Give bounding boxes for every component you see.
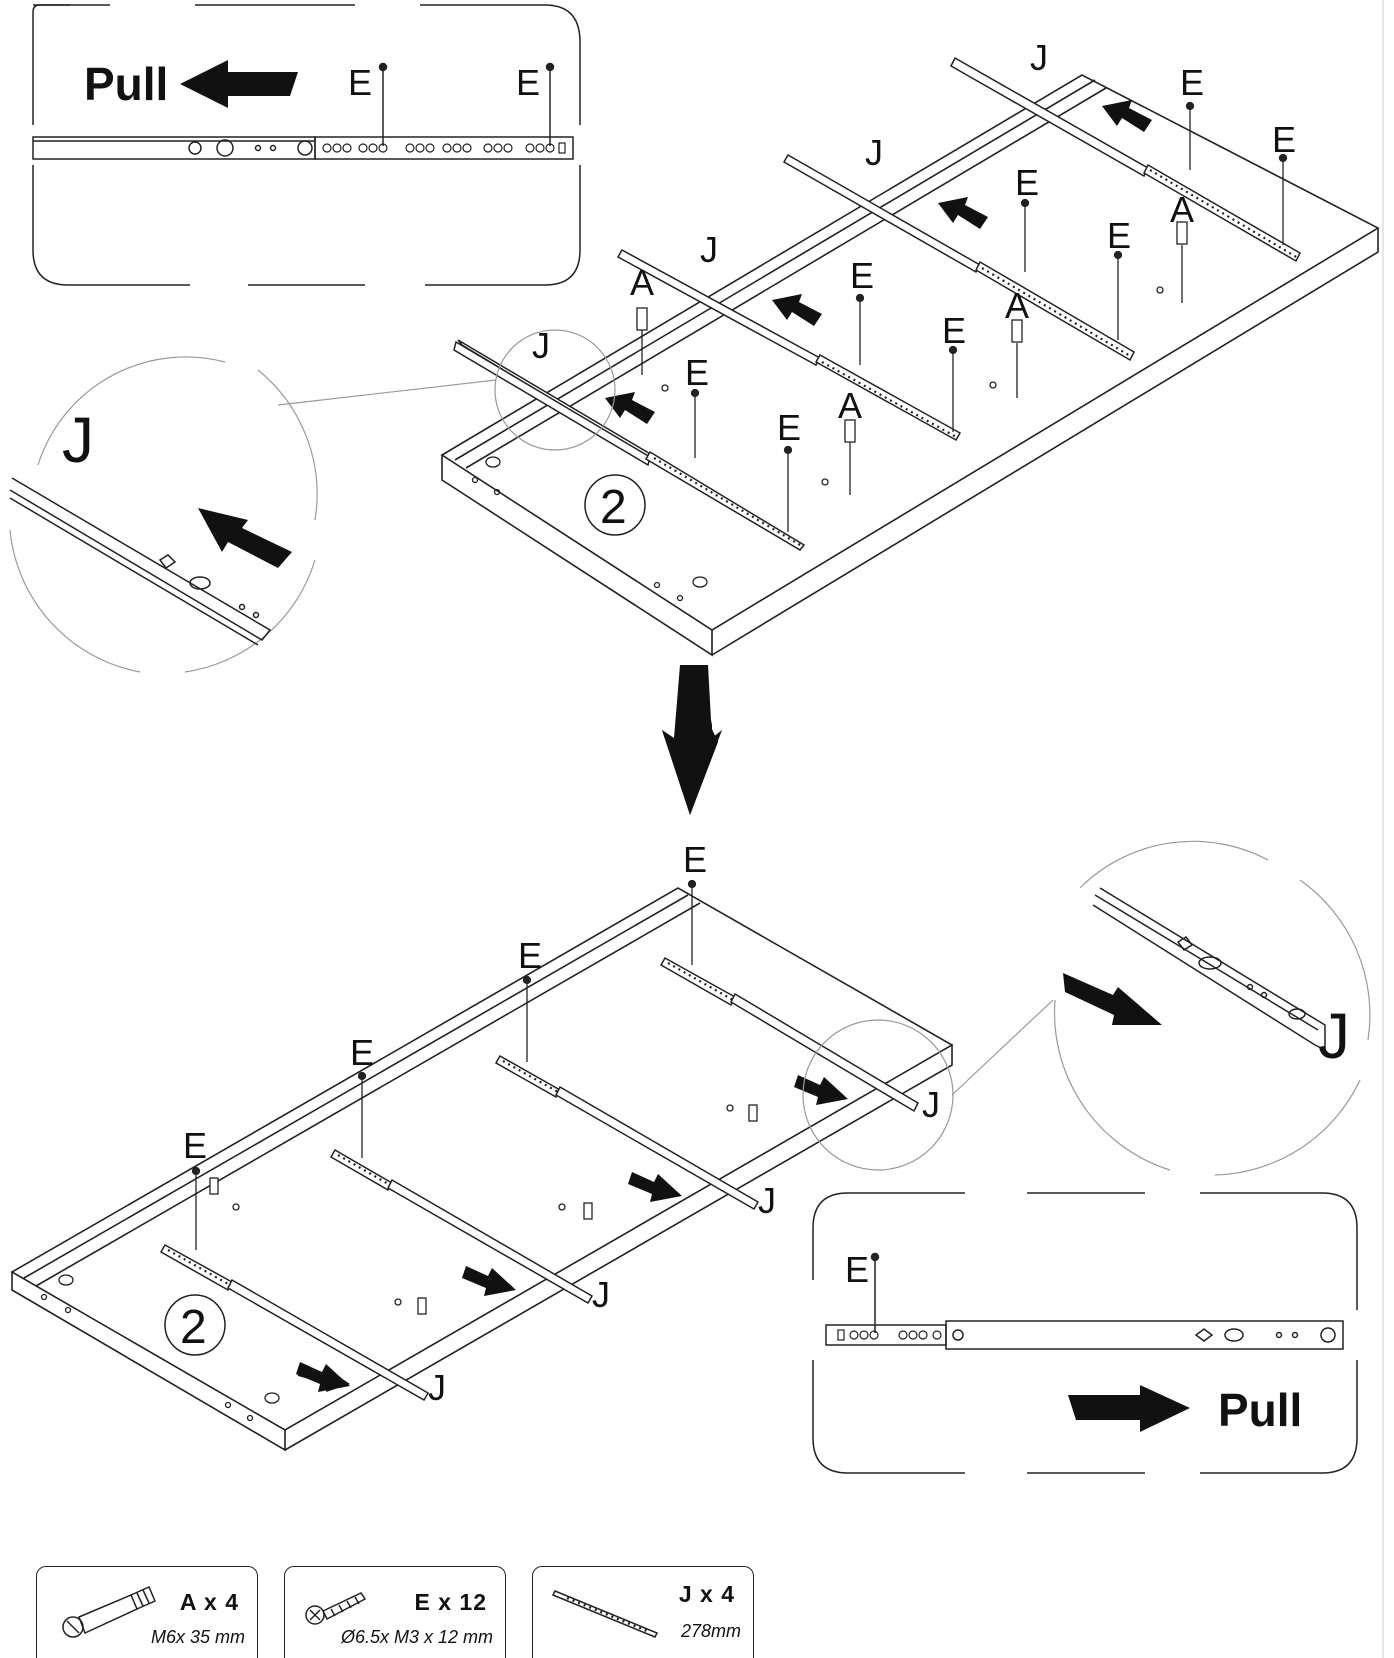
screw-label: E [348, 62, 372, 103]
dowel-label: A [838, 385, 862, 426]
rails-top [453, 56, 1301, 551]
panel-bottom-holes [40, 1104, 734, 1422]
rail-label: J [1030, 37, 1048, 78]
dowel-label: A [1170, 189, 1194, 230]
screw-label: E [845, 1249, 869, 1290]
panel-bottom [10, 887, 954, 1452]
rail-label: J [532, 325, 550, 366]
pull-label-bottom: Pull [1218, 1384, 1302, 1436]
screw-label: E [1272, 119, 1296, 160]
screw-label: E [516, 62, 540, 103]
screw-label: E [183, 1125, 207, 1166]
screw-label: E [850, 255, 874, 296]
rail-teeth-top [653, 169, 1299, 546]
hardware-item-screw: E x 12 Ø6.5x M3 x 12 mm [284, 1566, 506, 1658]
dowel-label: A [630, 262, 654, 303]
step-marker-top [584, 474, 646, 536]
drawer-rail-icon [551, 1590, 659, 1638]
rail-label: J [700, 229, 718, 270]
labels-top-panel: J J J J E E E E E E E E A A A A [532, 37, 1296, 448]
callout-rail-left [9, 477, 272, 646]
callout-detail-right [802, 840, 1371, 1176]
screw-label: E [518, 935, 542, 976]
slide-arrows-bottom [296, 1075, 848, 1392]
rail-teeth-bottom [167, 962, 734, 1286]
hardware-item-dowel: A x 4 M6x 35 mm [36, 1566, 258, 1658]
screw-label: E [683, 839, 707, 880]
rail-label-callout-left: J [62, 404, 94, 476]
step-number-top: 2 [600, 481, 627, 534]
rail-label: J [865, 132, 883, 173]
hardware-qty: E x 12 [414, 1589, 487, 1615]
pull-arrow-right [1068, 1385, 1190, 1432]
pull-detail-bottom [812, 1192, 1358, 1474]
rail-label: J [428, 1367, 446, 1408]
rails-bottom [159, 956, 919, 1402]
screw-label: E [685, 352, 709, 393]
cam-dowel-icon [62, 1586, 156, 1638]
slide-arrows-top [605, 100, 1152, 424]
hardware-spec: Ø6.5x M3 x 12 mm [340, 1627, 493, 1647]
hardware-spec: 278mm [680, 1621, 741, 1641]
screw-label: E [1180, 62, 1204, 103]
dowel-label: A [1005, 285, 1029, 326]
down-arrow-shape [662, 665, 722, 815]
callout-detail-left [9, 329, 616, 673]
slide-arrow-callout-left [198, 508, 292, 568]
screw-label: E [777, 407, 801, 448]
screw-icon [305, 1592, 367, 1625]
slide-arrow-callout-right [1063, 973, 1162, 1025]
callout-rail-right [1092, 887, 1326, 1052]
rail-label-callout-right: J [1318, 1000, 1350, 1072]
panel-top-holes [471, 286, 1164, 602]
step-number-bottom: 2 [180, 1301, 207, 1354]
step-marker-bottom [164, 1294, 226, 1356]
labels-bottom-panel: E E E E J J J J [183, 839, 940, 1408]
rail-label: J [758, 1180, 776, 1221]
screw-label: E [350, 1032, 374, 1073]
pull-detail-top [32, 4, 581, 286]
pull-arrow-left [180, 60, 298, 108]
screw-label: E [942, 310, 966, 351]
hardware-spec: M6x 35 mm [150, 1627, 245, 1647]
fasteners-bottom [191, 879, 758, 1315]
hardware-qty: A x 4 [179, 1589, 239, 1615]
rail-label: J [922, 1084, 940, 1125]
pull-label-top: Pull [84, 58, 168, 110]
fasteners-top [636, 101, 1288, 532]
rail-label: J [592, 1274, 610, 1315]
page-edge-rule [1382, 0, 1384, 1658]
hardware-item-rail: J x 4 278mm [532, 1566, 754, 1658]
screw-label: E [1015, 162, 1039, 203]
panel-top [440, 74, 1380, 657]
hardware-qty: J x 4 [678, 1581, 735, 1607]
screw-label: E [1107, 215, 1131, 256]
